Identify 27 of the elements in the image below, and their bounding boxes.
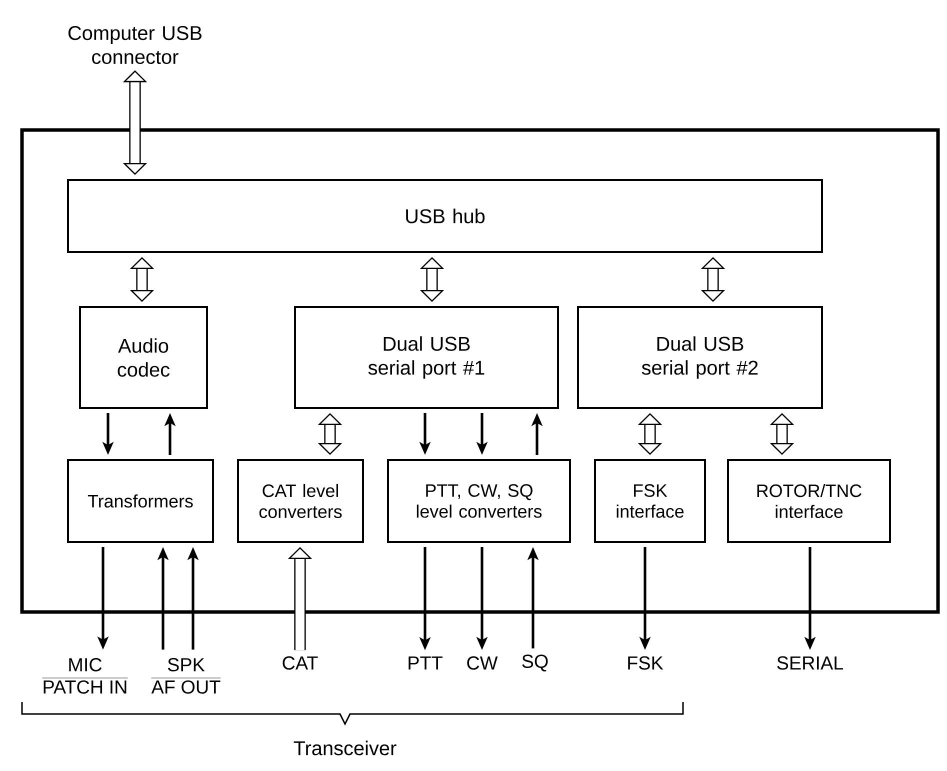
group-label: Transceiver <box>294 740 396 756</box>
block-arrow <box>770 413 794 455</box>
block-arrow <box>318 413 342 455</box>
block-arrow <box>638 413 662 455</box>
signal-label: SERIAL <box>777 656 844 670</box>
signal-label: SPK AF OUT <box>151 658 221 694</box>
block-arrow <box>420 257 444 302</box>
block-arrow <box>122 70 148 175</box>
block-box: ROTOR/TNC interface <box>727 459 891 543</box>
block-box: Transformers <box>67 459 214 543</box>
block-box: FSK interface <box>594 459 706 543</box>
block-box: Audio codec <box>79 306 208 409</box>
signal-label: FSK <box>628 656 664 670</box>
signal-label: MIC PATCH IN <box>42 658 128 694</box>
signal-label: PTT <box>408 656 442 670</box>
block-box: Dual USB serial port #1 <box>294 306 559 409</box>
block-arrow <box>700 257 726 302</box>
signal-label: CAT <box>282 656 318 670</box>
block-box: Dual USB serial port #2 <box>577 306 823 409</box>
block-box: PTT, CW, SQ level converters <box>387 459 571 543</box>
signal-label: CW <box>467 656 498 670</box>
block-box: CAT level converters <box>237 459 364 543</box>
signal-label: SQ <box>522 654 548 672</box>
block-arrow <box>130 257 154 302</box>
connector-label: Computer USB connector <box>68 26 202 64</box>
block-box: USB hub <box>67 179 823 253</box>
device-enclosure <box>20 128 940 614</box>
